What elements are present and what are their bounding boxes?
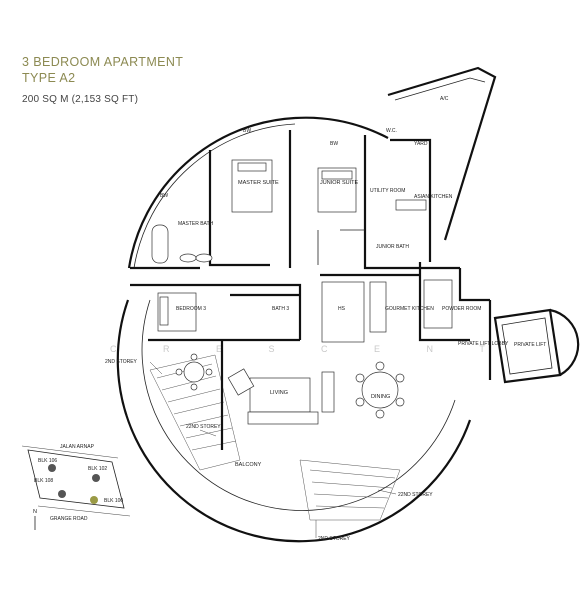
label-yard: YARD (414, 141, 428, 147)
watermark: C R E S C E N T (110, 344, 507, 354)
ac-ledge (387, 66, 497, 241)
north-label: N (33, 509, 37, 515)
label-utility-room: UTILITY ROOM (370, 188, 405, 194)
label-dining: DINING (371, 394, 390, 400)
label-bw-1: BW (243, 128, 251, 134)
keyplan-site (27, 449, 125, 509)
balcony-edge (116, 299, 472, 543)
roof-hatch-right (299, 459, 401, 521)
plan-title-line2: TYPE A2 (22, 71, 76, 85)
keyplan-blk-106: BLK 106 (38, 458, 57, 464)
label-master-bath: MASTER BATH (178, 221, 214, 227)
label-balcony: BALCONY (235, 462, 262, 468)
label-junior-suite: JUNIOR SUITE (320, 180, 359, 186)
label-living: LIVING (270, 390, 288, 396)
label-private-lift-lobby: PRIVATE LIFT LOBBY (458, 341, 509, 347)
interior-walls (130, 130, 492, 450)
label-hs: HS (338, 306, 346, 312)
keyplan-road-bottom: GRANGE ROAD (50, 516, 88, 522)
balcony-edge-inner (141, 299, 456, 511)
label-junior-bath: JUNIOR BATH (376, 244, 409, 250)
note-22nd-storey-mid: 22ND STOREY (186, 424, 221, 430)
label-asian-kitchen: ASIAN KITCHEN (414, 194, 453, 200)
bathtub (151, 224, 169, 264)
plan-area: 200 SQ M (2,153 SQ FT) (22, 94, 139, 105)
key-plan: JALAN ARNAP GRANGE ROAD BLK 106 BLK 102 … (21, 444, 131, 530)
label-powder-room: POWDER ROOM (442, 306, 481, 312)
note-2nd-storey-bottom: 2ND STOREY (318, 536, 351, 542)
label-ac: A/C (440, 96, 449, 102)
label-bw-2: BW (330, 141, 338, 147)
note-22nd-storey-right: 22ND STOREY (398, 492, 433, 498)
outer-wall (127, 116, 296, 269)
living-rug (249, 377, 311, 413)
dining-table (361, 371, 399, 409)
plan-title: 3 BEDROOM APARTMENT TYPE A2 (22, 54, 183, 86)
keyplan-road-top: JALAN ARNAP (60, 444, 95, 450)
hs-room (321, 281, 365, 343)
private-lift-block (493, 308, 580, 384)
label-bath3: BATH 3 (272, 306, 289, 312)
outer-wall-right (294, 116, 389, 139)
label-private-lift: PRIVATE LIFT (514, 342, 546, 348)
note-2nd-storey-left: 2ND STOREY (105, 359, 138, 365)
label-master-suite: MASTER SUITE (238, 180, 279, 186)
keyplan-blk-108: BLK 108 (34, 478, 53, 484)
label-bw-3: BW (160, 193, 168, 199)
living-sofa (247, 411, 319, 425)
keyplan-blk-102: BLK 102 (88, 466, 107, 472)
label-wc: W.C. (386, 128, 397, 134)
outer-wall-inner (133, 123, 296, 269)
keyplan-blk-100: BLK 100 (104, 498, 123, 504)
label-bedroom3: BEDROOM 3 (176, 306, 206, 312)
plan-title-line1: 3 BEDROOM APARTMENT (22, 55, 184, 69)
balcony-table (183, 361, 205, 383)
label-gourmet-kitchen: GOURMET KITCHEN (385, 306, 434, 312)
